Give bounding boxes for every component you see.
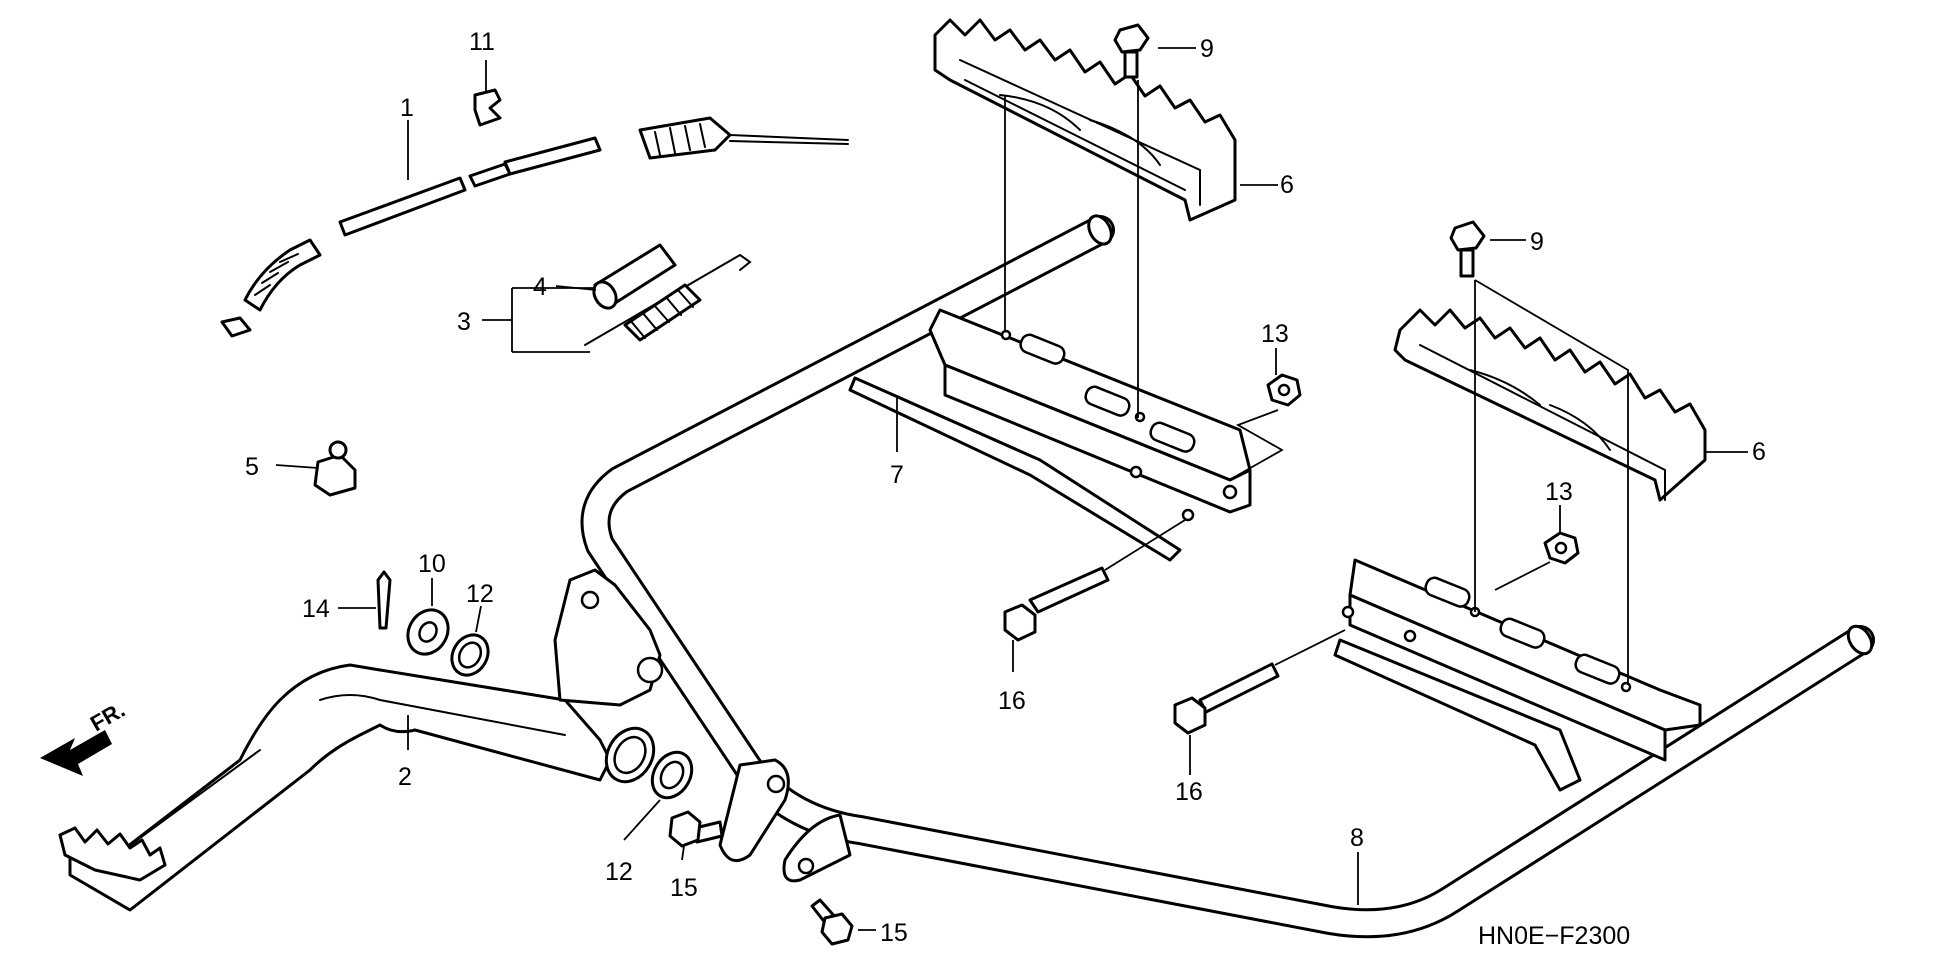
- callout-16-lower: 16: [1175, 778, 1203, 806]
- leader-lines: [275, 47, 1748, 931]
- callout-14: 14: [302, 595, 330, 623]
- cotter-pin-14: [376, 570, 392, 630]
- callout-15-upper: 15: [670, 874, 698, 902]
- bolt-16-lower: [1173, 662, 1280, 735]
- callout-13-lower: 13: [1545, 478, 1573, 506]
- front-direction-label: FR.: [86, 697, 129, 736]
- nut-13-upper: [1266, 373, 1302, 407]
- callout-4: 4: [533, 273, 547, 301]
- callout-13-upper: 13: [1261, 320, 1289, 348]
- return-spring: [584, 253, 752, 346]
- bolt-9-lower: [1449, 220, 1486, 278]
- callout-1: 1: [400, 94, 414, 122]
- footrest-bracket-upper: [848, 308, 1252, 562]
- callout-9-lower: 9: [1530, 228, 1544, 256]
- frame-tube: [580, 214, 1875, 939]
- grommet-5: [313, 440, 357, 497]
- callout-3: 3: [457, 308, 471, 336]
- callout-8: 8: [1350, 824, 1364, 852]
- callout-9-upper: 9: [1200, 35, 1214, 63]
- callout-7: 7: [890, 461, 904, 489]
- front-direction-arrow: FR.: [40, 697, 129, 776]
- callout-16-upper: 16: [998, 687, 1026, 715]
- bolt-16-upper: [1003, 566, 1110, 642]
- callout-15-lower: 15: [880, 919, 908, 947]
- bolt-15-upper: [668, 810, 724, 848]
- washer-10: [406, 608, 450, 656]
- callout-12-lower: 12: [605, 858, 633, 886]
- callout-6-upper: 6: [1280, 171, 1294, 199]
- nut-13-lower: [1543, 531, 1580, 565]
- callout-6-lower: 6: [1752, 438, 1766, 466]
- diagram-code: HN0E−F2300: [1478, 922, 1630, 950]
- callout-12-upper: 12: [466, 580, 494, 608]
- callout-10: 10: [418, 550, 446, 578]
- footrest-bracket-lower: [1333, 558, 1702, 792]
- brake-cable: [220, 88, 849, 338]
- callout-11: 11: [469, 28, 495, 56]
- footrest-rubber-lower: [1393, 308, 1707, 502]
- seal-12-lower: [650, 750, 694, 800]
- seal-12-upper: [450, 633, 490, 677]
- callouts: 1 2 3 4 5 6 6 7 8 9 9 10 11 12 12 13 13 …: [245, 28, 1766, 947]
- brake-pedal: [58, 568, 664, 912]
- rubber-sleeve: [592, 243, 677, 310]
- bolt-15-lower: [810, 898, 854, 946]
- footrest-rubber-upper: [933, 18, 1237, 222]
- callout-5: 5: [245, 453, 259, 481]
- callout-2: 2: [398, 763, 412, 791]
- bolt-9-upper: [1113, 23, 1150, 79]
